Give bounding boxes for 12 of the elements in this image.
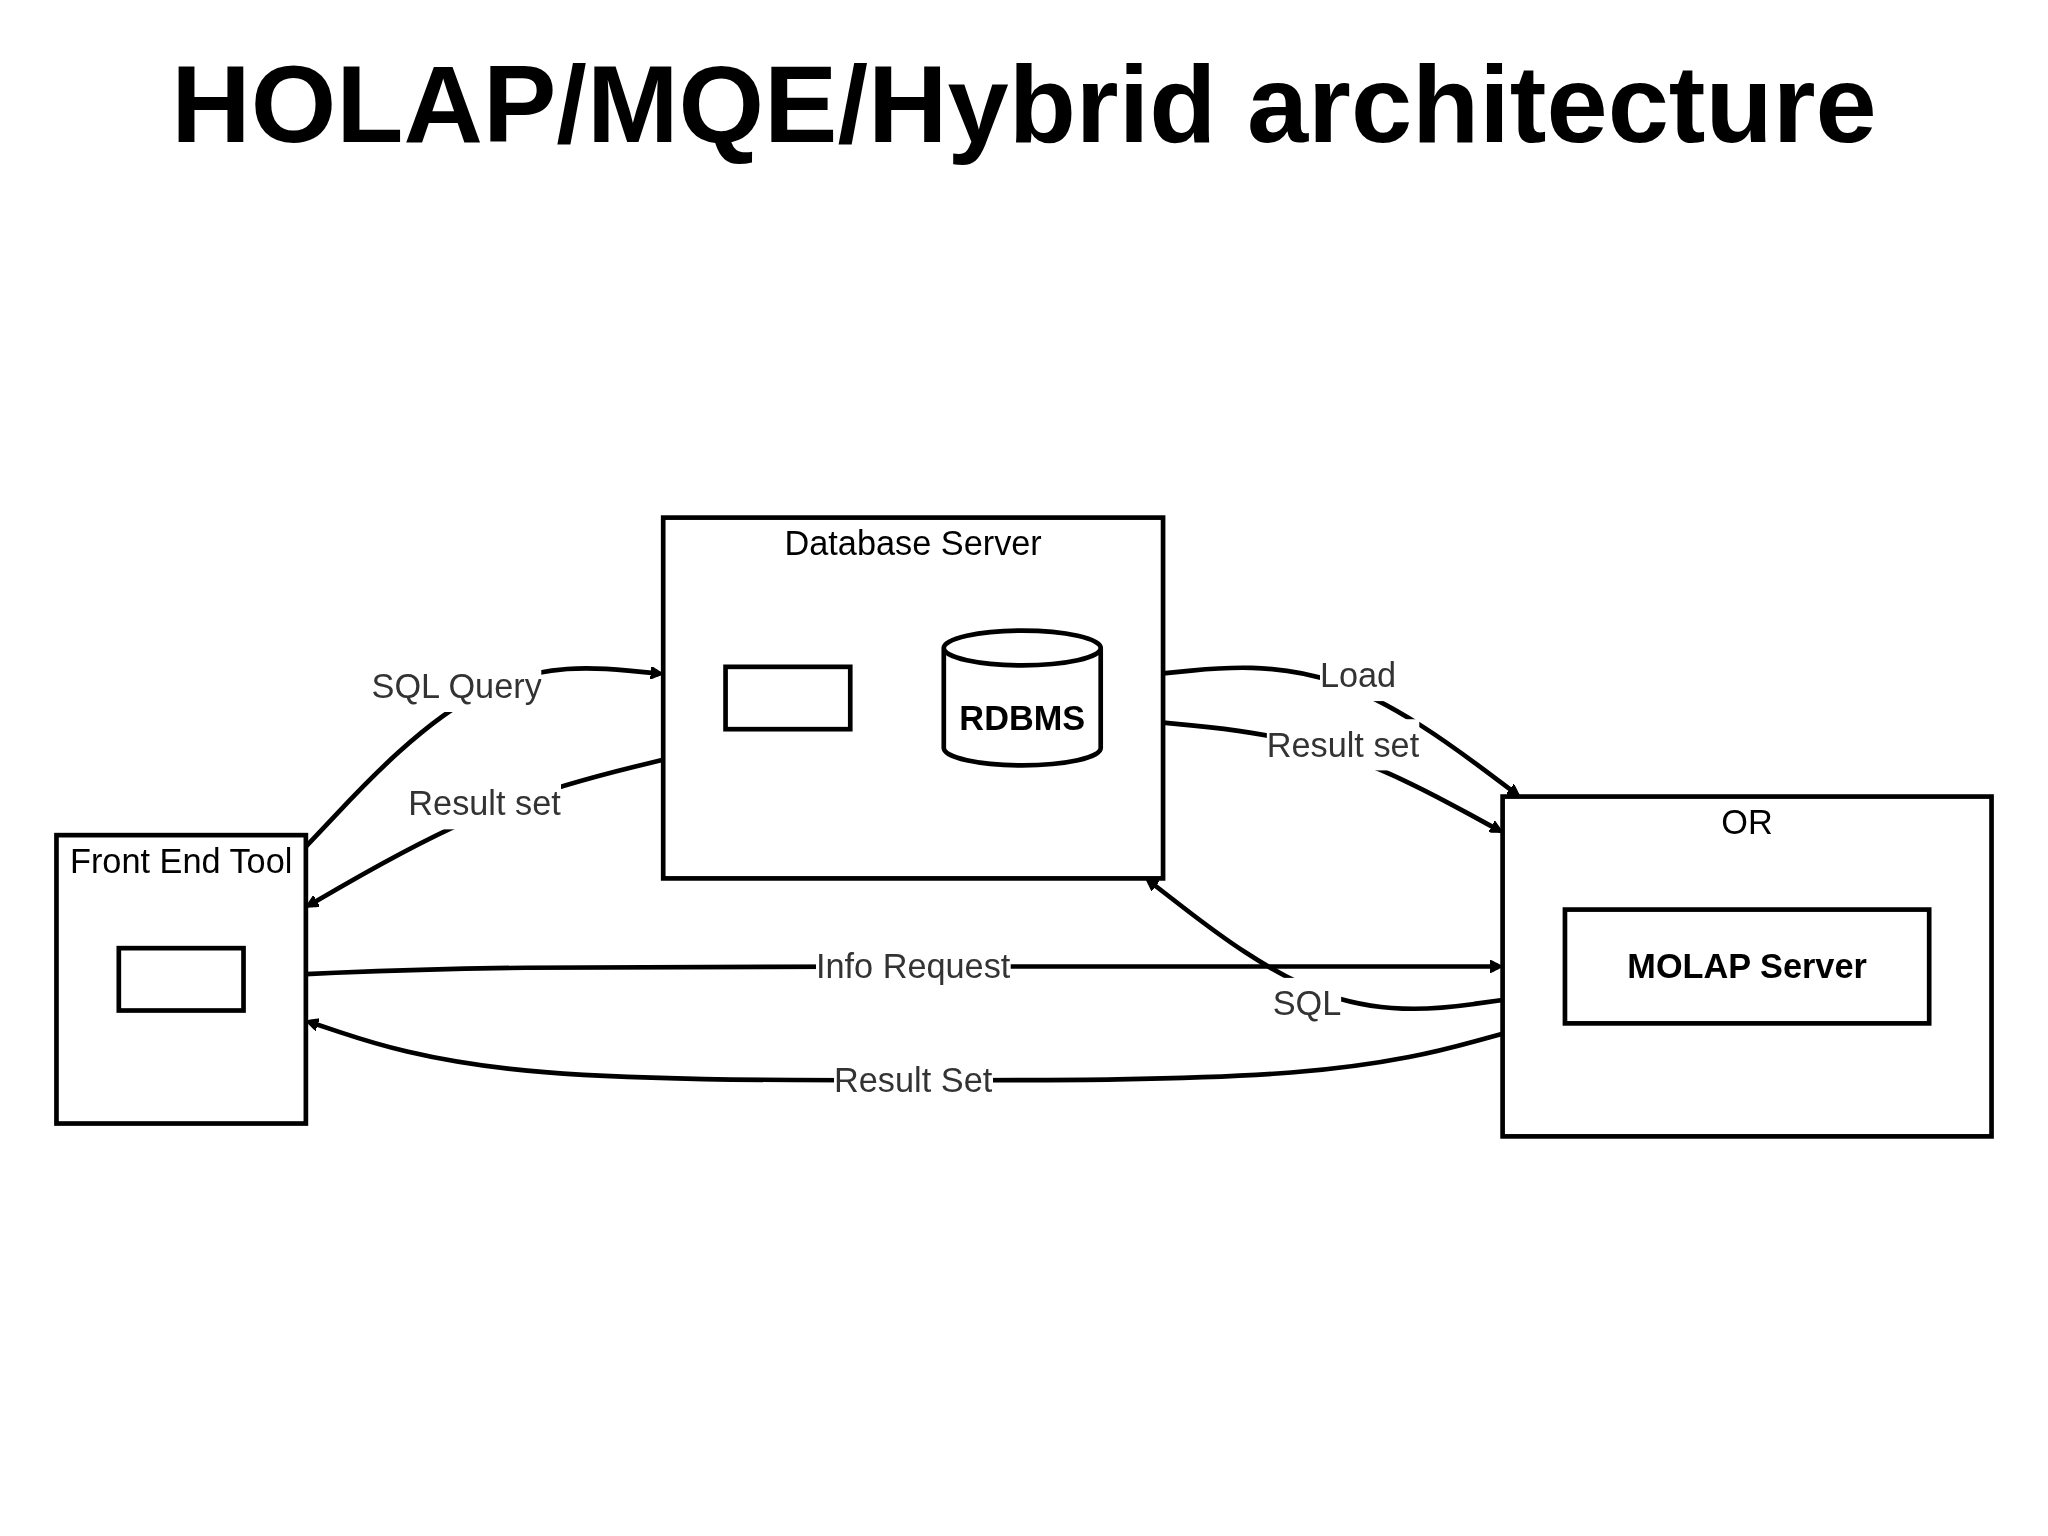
edge-label: Load [1319, 656, 1397, 696]
node-box [723, 664, 853, 732]
edge-label: Result set [1266, 725, 1420, 765]
edge-label: SQL Query [371, 666, 542, 706]
cluster: Front End Tool [54, 832, 309, 1126]
node-box [116, 945, 246, 1013]
edge-label: Result set [408, 784, 561, 824]
edge-label: Result Set [834, 1060, 993, 1100]
title: HOLAP/MQE/Hybrid architecture [170, 41, 1878, 167]
node-box: MOLAP Server [1562, 907, 1932, 1026]
edge-label: Info Request [815, 946, 1011, 986]
edge-label: SQL [1272, 983, 1342, 1023]
